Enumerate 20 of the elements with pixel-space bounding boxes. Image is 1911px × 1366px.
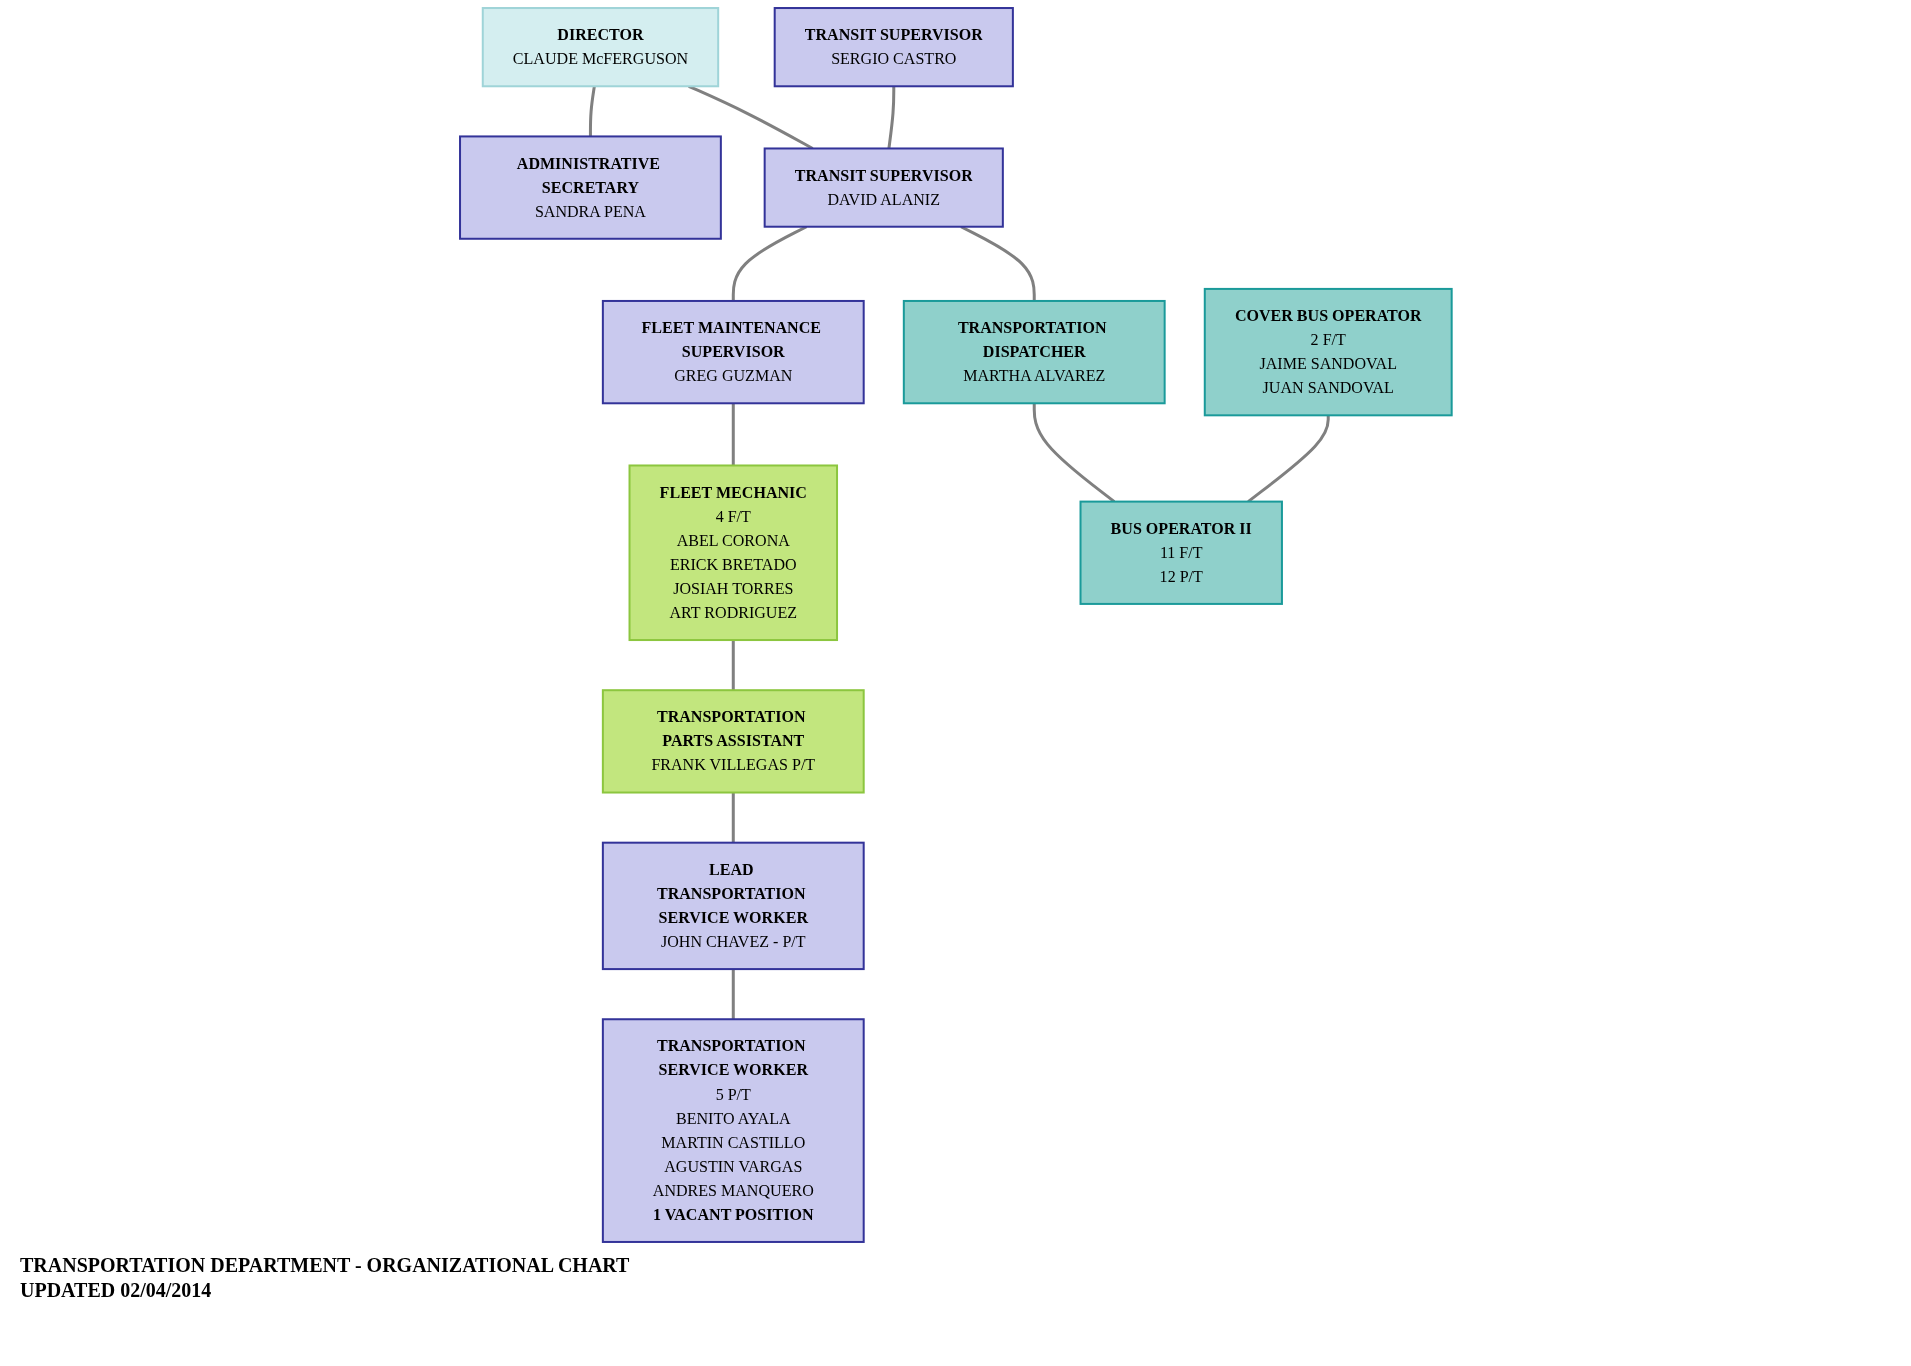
node-box: TRANSPORTATION SERVICE WORKER 5 P/T BENITO AYALA MARTIN CASTILLO AGUSTIN VARGAS ANDRES MANQUERO 1 VACANT POSITION bbox=[601, 1018, 865, 1243]
connector bbox=[588, 86, 596, 137]
node-box: TRANSPORTATION PARTS ASSISTANT FRANK VILLEGAS P/T bbox=[601, 689, 865, 794]
connector bbox=[887, 86, 895, 149]
node-box: DIRECTOR CLAUDE McFERGUSON bbox=[481, 7, 719, 88]
node-box: BUS OPERATOR II 11 F/T 12 P/T bbox=[1079, 500, 1283, 605]
node-box: TRANSIT SUPERVISOR DAVID ALANIZ bbox=[763, 147, 1004, 228]
node-box: LEAD TRANSPORTATION SERVICE WORKER JOHN CHAVEZ - P/T bbox=[601, 841, 865, 971]
node-box: TRANSIT SUPERVISOR SERGIO CASTRO bbox=[773, 7, 1014, 88]
node-box: TRANSPORTATION DISPATCHER MARTHA ALVAREZ bbox=[902, 299, 1166, 405]
connector bbox=[731, 640, 735, 691]
caption-text: UPDATED 02/04/2014 bbox=[20, 1279, 213, 1302]
connector bbox=[731, 792, 735, 843]
node-box: ADMINISTRATIVE SECRETARY SANDRA PENA bbox=[458, 135, 722, 240]
node-box: COVER BUS OPERATOR 2 F/T JAIME SANDOVAL JUAN SANDOVAL bbox=[1203, 287, 1453, 417]
node-box: FLEET MECHANIC 4 F/T ABEL CORONA ERICK BRETADO JOSIAH TORRES ART RODRIGUEZ bbox=[628, 464, 838, 642]
node-box: FLEET MAINTENANCE SUPERVISOR GREG GUZMAN bbox=[601, 299, 865, 405]
connector bbox=[731, 403, 735, 466]
connector bbox=[731, 969, 735, 1020]
caption-text: TRANSPORTATION DEPARTMENT - ORGANIZATIONAL CHART bbox=[20, 1254, 631, 1277]
